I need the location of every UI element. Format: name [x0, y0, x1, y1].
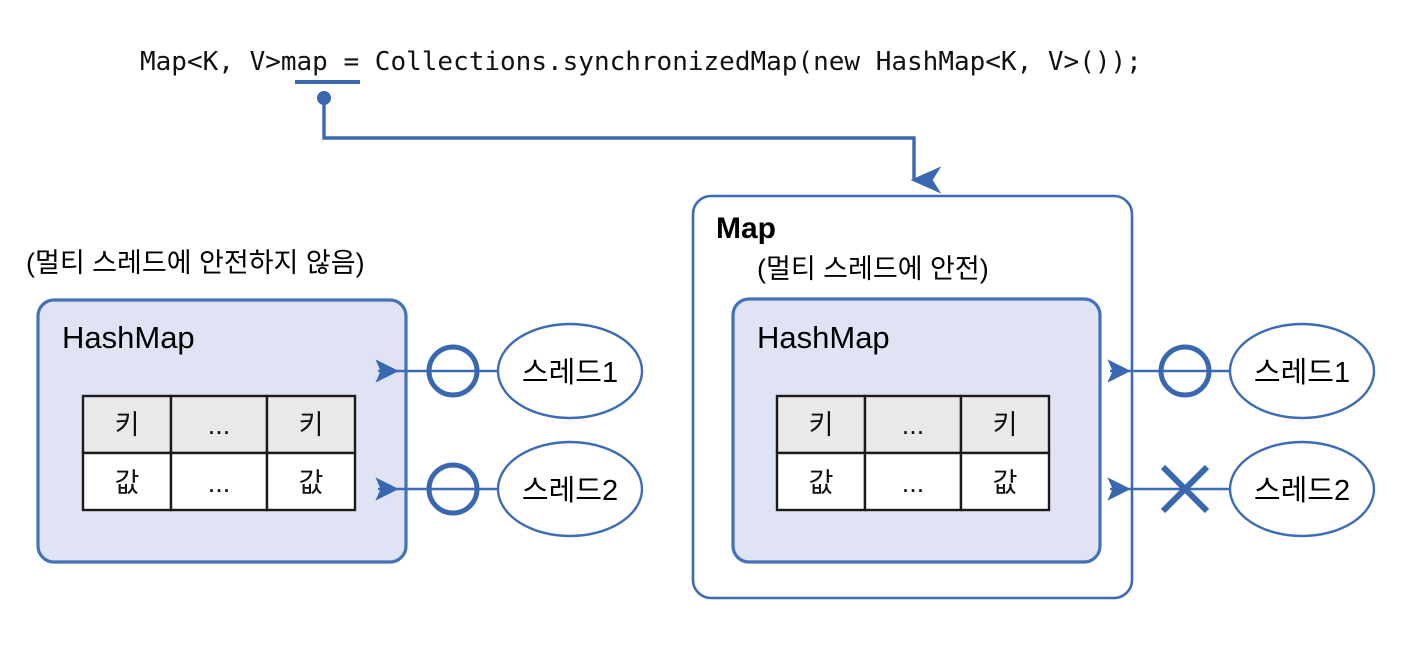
left-table-value-cell-2: 값	[299, 468, 324, 498]
left-table: 키 ... 키 값 ... 값	[81, 394, 357, 512]
right-panel-caption: (멀티 스레드에 안전)	[757, 254, 989, 284]
right-table-header-cell-0-bg	[775, 394, 867, 455]
right-table-header-cell-1: ...	[902, 410, 925, 440]
left-table-header-cell-1: ...	[208, 410, 231, 440]
left-thread1-bubble[interactable]	[496, 322, 644, 420]
code-to-map-connector	[322, 102, 942, 194]
right-table-value-cell-1-bg	[863, 451, 963, 512]
left-thread2-bubble[interactable]	[496, 440, 644, 538]
map-label: Map	[716, 212, 776, 245]
right-thread2-label: 스레드2	[1254, 475, 1350, 507]
left-table-value-cell-1: ...	[208, 468, 231, 498]
right-table-value-cell-2-bg	[959, 451, 1051, 512]
right-table-header-cell-2: 키	[993, 410, 1018, 440]
left-thread1-allowed-circle-icon	[426, 344, 480, 398]
code-line: Map<K, V>map = Collections.synchronizedM…	[140, 47, 1142, 77]
left-panel-group: (멀티 스레드에 안전하지 않음) HashMap 키 ... 키 값 ... …	[26, 248, 644, 564]
right-table-header-cell-0: 키	[809, 410, 834, 440]
left-panel-caption: (멀티 스레드에 안전하지 않음)	[26, 248, 365, 278]
left-table-value-cell-0-bg	[81, 451, 173, 512]
left-table-header-cell-0: 키	[115, 410, 140, 440]
right-table-value-cell-0: 값	[809, 468, 834, 498]
right-thread1-label: 스레드1	[1254, 357, 1350, 389]
left-table-header-cell-2-bg	[265, 394, 357, 455]
left-table-value-cell-2-bg	[265, 451, 357, 512]
left-thread1-label: 스레드1	[522, 357, 618, 389]
connector-anchor-dot	[317, 91, 331, 105]
left-hashmap-label: HashMap	[62, 320, 195, 355]
right-table-value-cell-2: 값	[993, 468, 1018, 498]
right-hashmap-label: HashMap	[757, 320, 890, 355]
right-panel-group: Map (멀티 스레드에 안전) HashMap 키 ... 키 값 ... 값	[691, 194, 1376, 600]
right-table: 키 ... 키 값 ... 값	[775, 394, 1051, 512]
left-table-value-cell-0: 값	[115, 468, 140, 498]
left-table-value-cell-1-bg	[169, 451, 269, 512]
right-table-value-cell-1: ...	[902, 468, 925, 498]
left-thread2-label: 스레드2	[522, 475, 618, 507]
right-thread1-allowed-circle-icon	[1158, 344, 1212, 398]
right-thread1-bubble[interactable]	[1228, 322, 1376, 420]
right-thread2-bubble[interactable]	[1228, 440, 1376, 538]
right-thread2-blocked-cross-icon	[1160, 464, 1210, 514]
left-table-header-cell-2: 키	[299, 410, 324, 440]
left-thread2-allowed-circle-icon	[426, 462, 480, 516]
